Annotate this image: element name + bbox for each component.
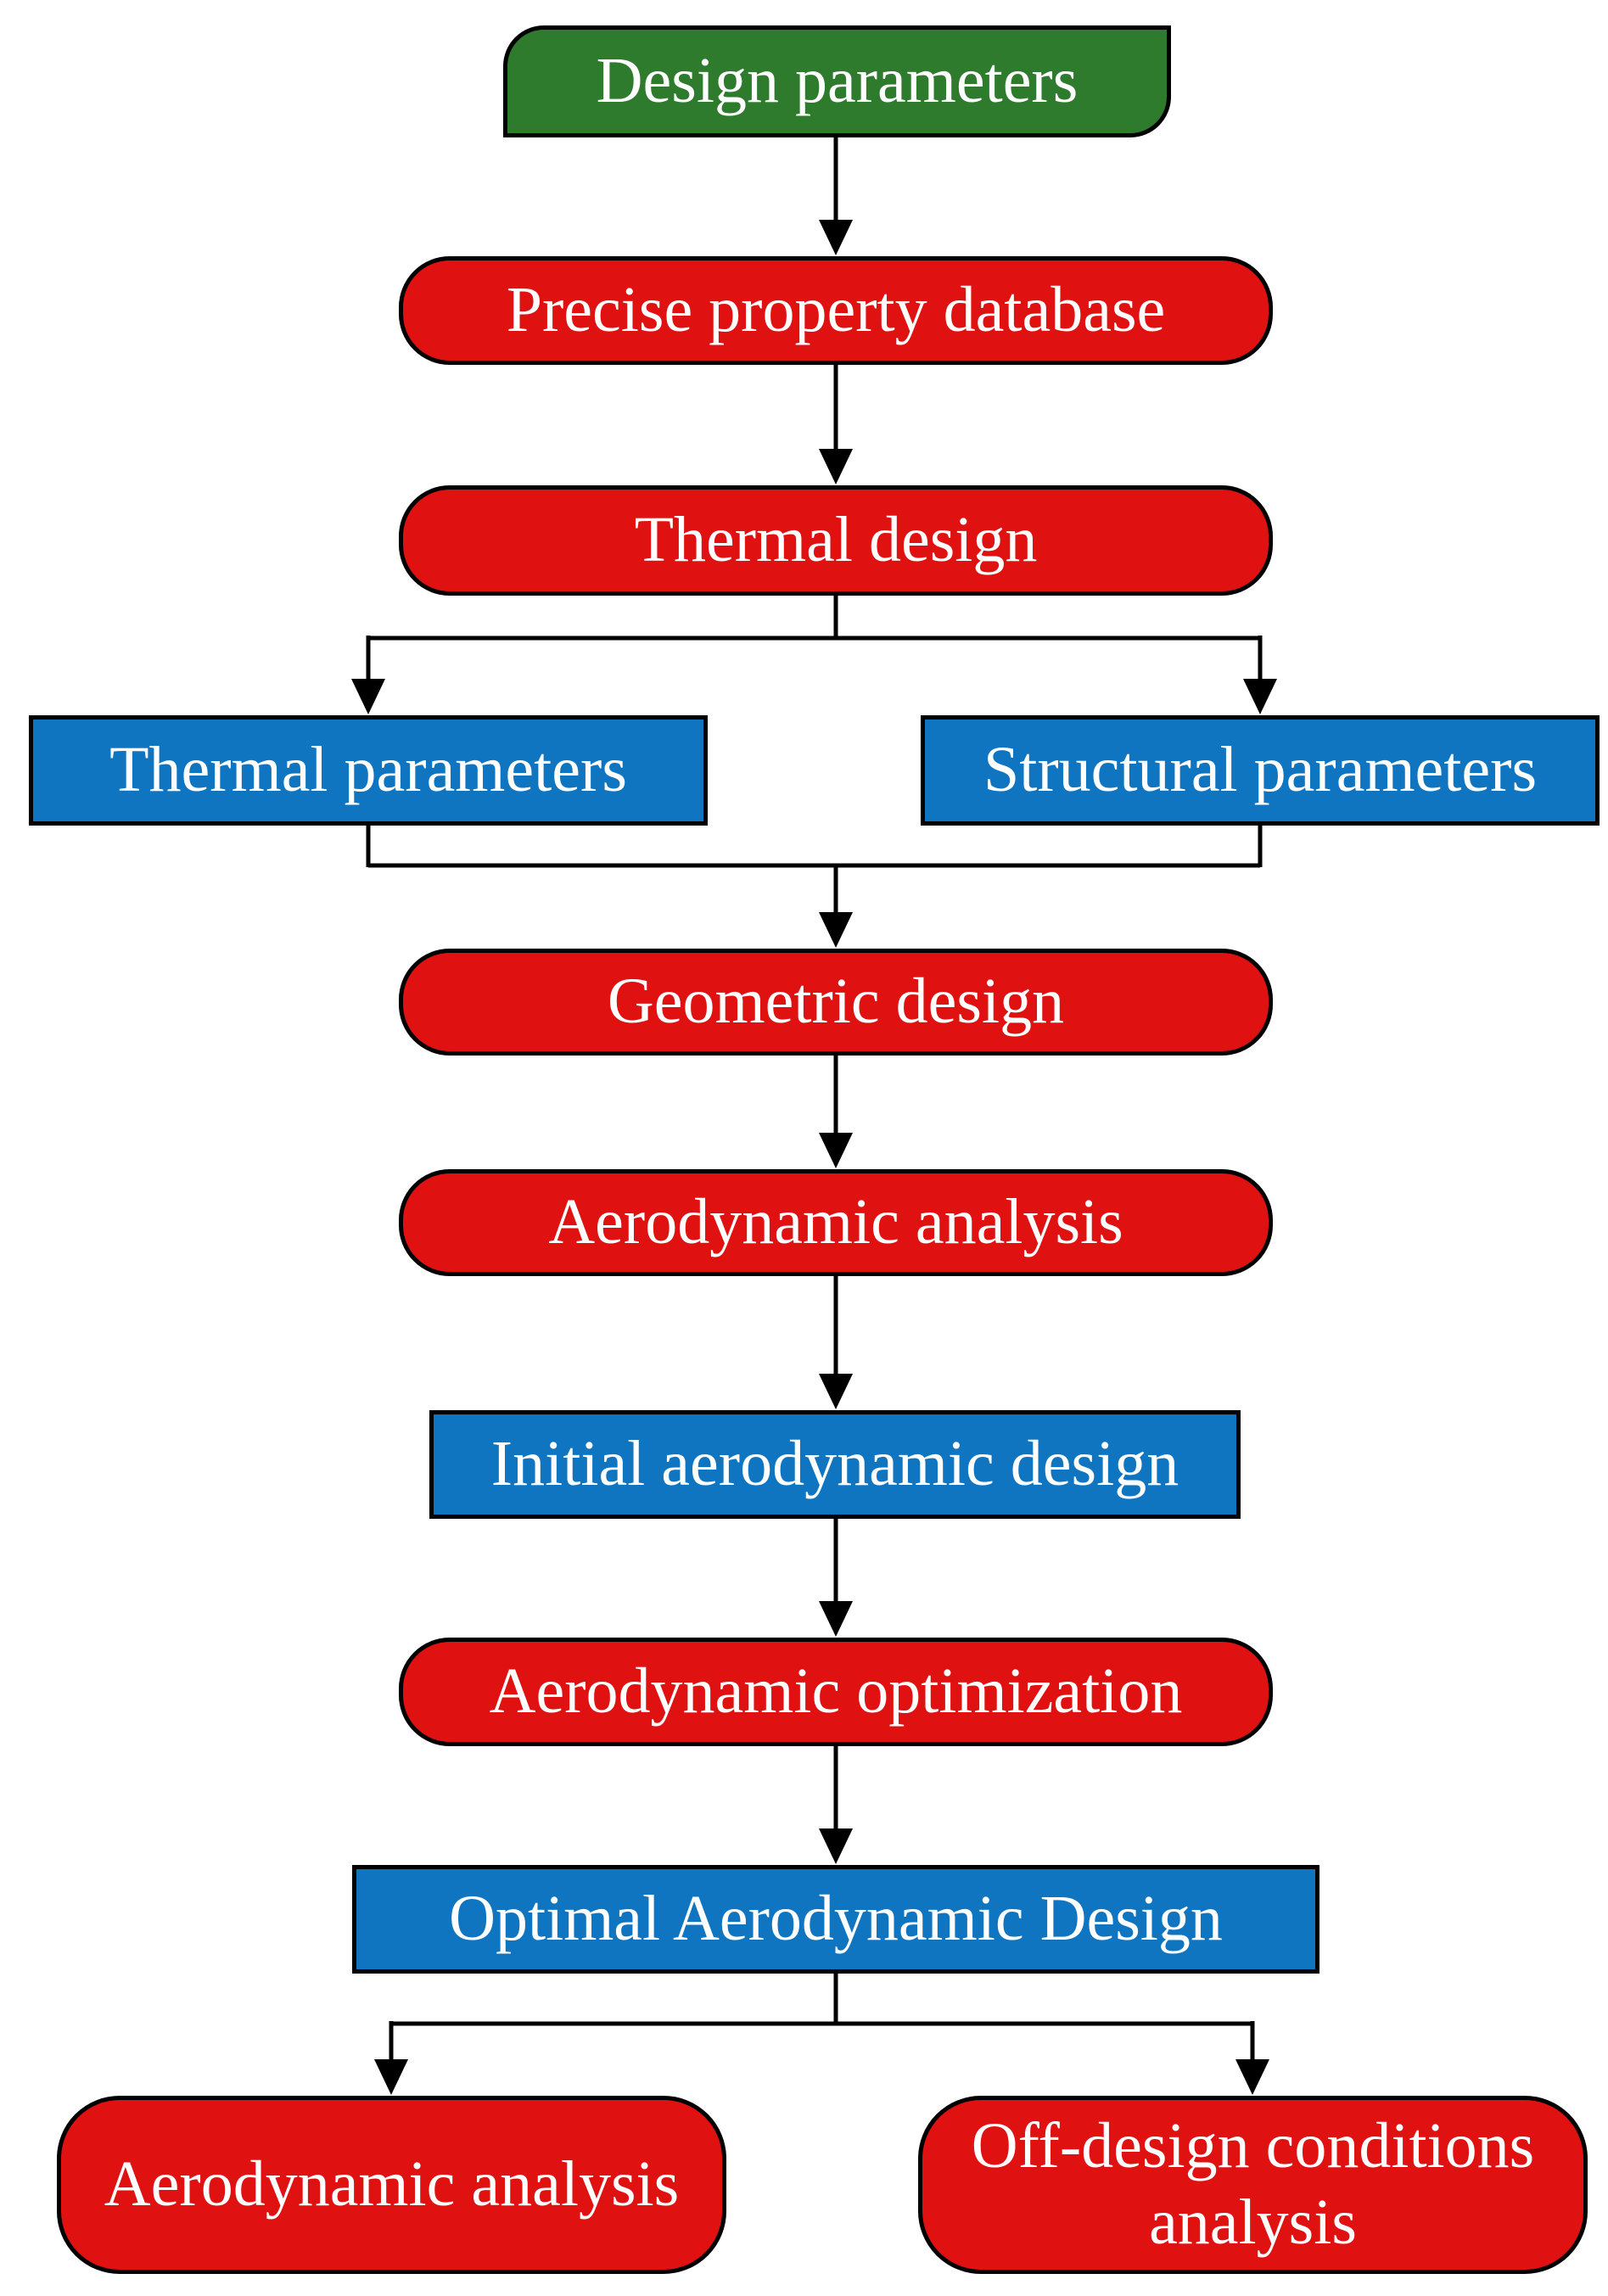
- arrow-geometric-to-aero-analysis: [819, 1054, 853, 1168]
- split-thermal-design: [351, 594, 1277, 714]
- split-optimal-design: [374, 1972, 1269, 2095]
- node-aerodynamic-analysis: Aerodynamic analysis: [399, 1169, 1273, 1276]
- arrow-design-to-database: [819, 136, 853, 255]
- node-aerodynamic-analysis-final: Aerodynamic analysis: [57, 2096, 726, 2274]
- node-structural-parameters: Structural parameters: [921, 715, 1600, 826]
- node-off-design-conditions-analysis: Off-design conditions analysis: [918, 2096, 1588, 2274]
- node-optimal-aerodynamic-design: Optimal Aerodynamic Design: [352, 1865, 1319, 1974]
- merge-parameters-to-geometric: [366, 823, 1263, 948]
- node-precise-property-database: Precise property database: [399, 256, 1273, 365]
- node-thermal-parameters: Thermal parameters: [29, 715, 708, 826]
- node-initial-aerodynamic-design: Initial aerodynamic design: [429, 1410, 1241, 1519]
- arrow-database-to-thermal-design: [819, 363, 853, 484]
- node-geometric-design: Geometric design: [399, 949, 1273, 1056]
- node-thermal-design: Thermal design: [399, 485, 1273, 596]
- arrow-optimization-to-optimal-design: [819, 1746, 853, 1864]
- arrow-aero-analysis-to-initial-design: [819, 1274, 853, 1409]
- node-aerodynamic-optimization: Aerodynamic optimization: [399, 1638, 1273, 1746]
- node-design-parameters: Design parameters: [503, 25, 1171, 137]
- arrow-initial-design-to-optimization: [819, 1519, 853, 1637]
